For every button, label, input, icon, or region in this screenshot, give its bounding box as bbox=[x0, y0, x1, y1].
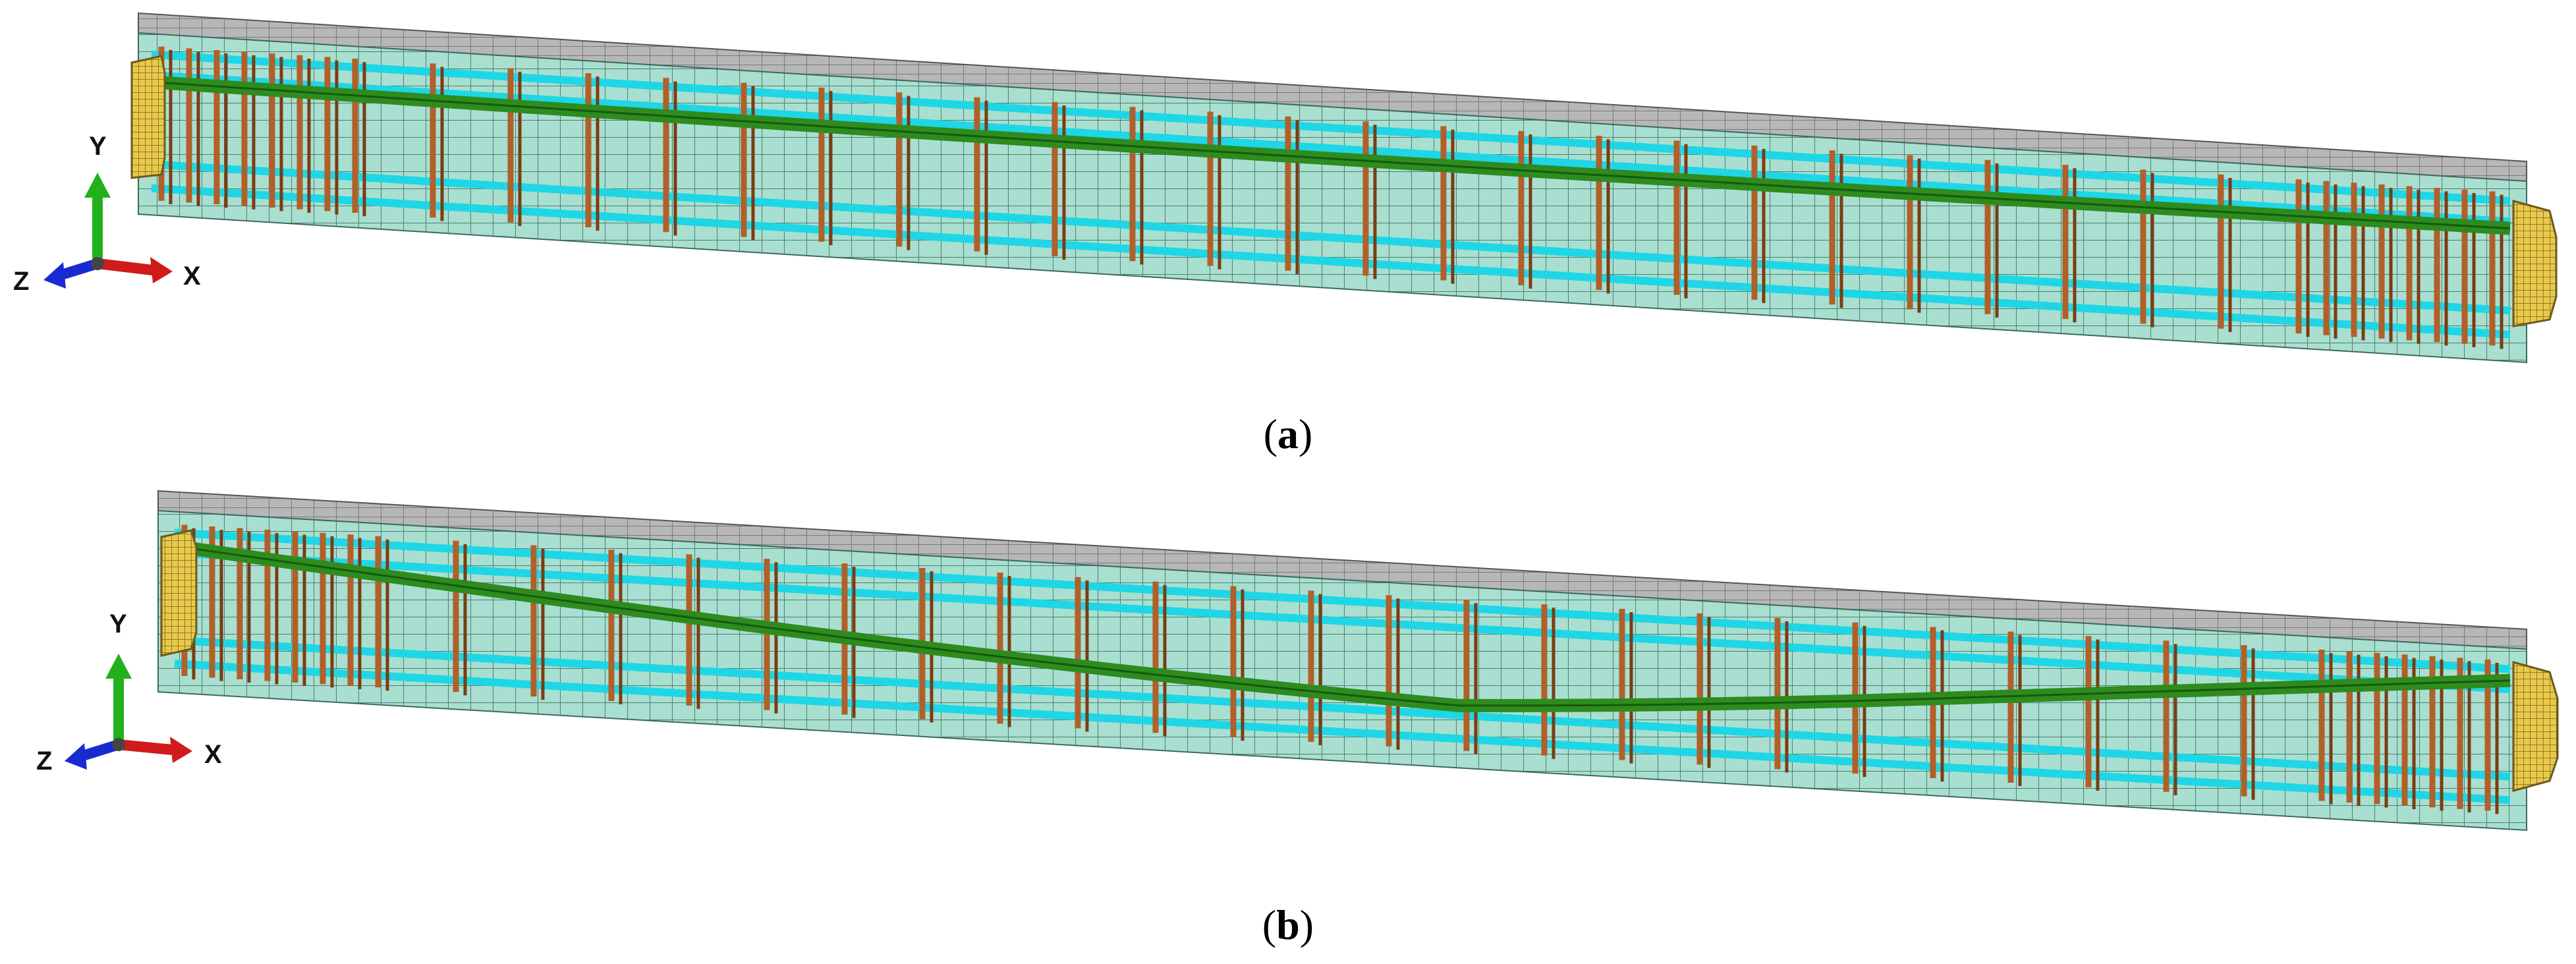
caption-b: (b) bbox=[1262, 901, 1314, 948]
caption-b-label: b bbox=[1276, 901, 1300, 948]
x-arrow-icon bbox=[150, 257, 173, 283]
z-arrow-icon bbox=[43, 262, 66, 289]
y-arrow-icon bbox=[105, 654, 132, 679]
triad-a-x-label: X bbox=[183, 262, 201, 291]
longitudinal-bars-b bbox=[174, 528, 2511, 805]
axis-triad-a: Y X Z bbox=[13, 132, 201, 296]
anchor-plate-left-a bbox=[130, 55, 166, 179]
panel-a: Y X Z (a) bbox=[13, 12, 2558, 457]
tendon-b-edge bbox=[174, 545, 2511, 707]
longitudinal-bars-a bbox=[151, 50, 2511, 339]
x-arrow-icon bbox=[170, 737, 192, 763]
beam-a bbox=[130, 12, 2558, 364]
triad-a-z-label: Z bbox=[13, 267, 29, 296]
z-arrow-icon bbox=[65, 743, 87, 770]
caption-a: (a) bbox=[1264, 411, 1313, 457]
anchor-plate-right-b bbox=[2512, 661, 2559, 792]
triad-b-x-label: X bbox=[204, 740, 222, 769]
panel-b: Y X Z (b) bbox=[36, 490, 2559, 948]
y-arrow-icon bbox=[84, 173, 111, 198]
triad-a-y-label: Y bbox=[89, 132, 107, 161]
longitudinal-bar bbox=[151, 160, 2511, 315]
tendon-a-edge bbox=[151, 80, 2511, 230]
anchor-plate-left-b bbox=[160, 529, 198, 657]
longitudinal-bar bbox=[151, 71, 2511, 226]
axis-triad-b: Y X Z bbox=[36, 610, 222, 776]
triad-b-z-label: Z bbox=[36, 747, 52, 776]
longitudinal-bar bbox=[174, 528, 2511, 673]
anchor-plate-right-a bbox=[2512, 200, 2558, 327]
longitudinal-bar bbox=[151, 184, 2511, 339]
triad-b-y-label: Y bbox=[109, 610, 127, 638]
longitudinal-bar bbox=[174, 660, 2511, 805]
beam-b bbox=[157, 490, 2559, 832]
longitudinal-bar bbox=[174, 636, 2511, 781]
longitudinal-bar bbox=[151, 50, 2511, 205]
longitudinal-bar bbox=[174, 549, 2511, 694]
caption-a-label: a bbox=[1277, 411, 1299, 457]
stirrups-a bbox=[158, 46, 2504, 349]
